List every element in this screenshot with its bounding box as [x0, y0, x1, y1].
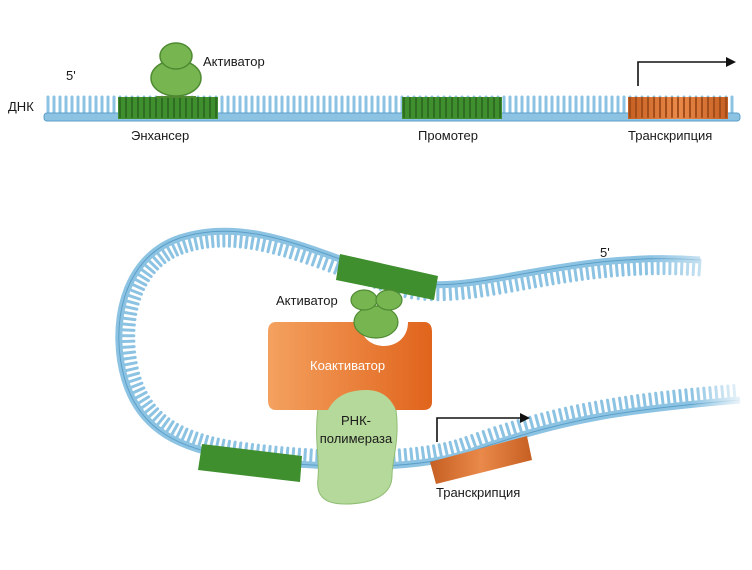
- top-diagram: 5' ДНК Активатор Энхансер Промотер Транс…: [8, 42, 741, 143]
- loop-transcription-label: Транскрипция: [436, 485, 520, 500]
- top-dna-label: ДНК: [8, 99, 34, 114]
- top-activator-label: Активатор: [203, 54, 265, 69]
- top-transcription-segment: [628, 97, 728, 119]
- top-enhancer-label: Энхансер: [131, 128, 189, 143]
- loop-promoter-segment: [198, 444, 302, 482]
- loop-five-prime-label: 5': [600, 245, 610, 260]
- loop-transcription-segment: [430, 436, 532, 484]
- top-enhancer-segment: [118, 97, 218, 119]
- loop-transcription-arrow: [436, 413, 530, 442]
- top-transcription-label: Транскрипция: [628, 128, 712, 143]
- loop-activator-protein: [350, 289, 403, 339]
- upper-strand-fade: [650, 240, 752, 290]
- coactivator-label: Коактиватор: [310, 358, 385, 373]
- lower-strand-fade: [690, 380, 752, 430]
- rna-pol-label-line2: полимераза: [320, 431, 393, 446]
- top-promoter-segment: [402, 97, 502, 119]
- top-five-prime-label: 5': [66, 68, 76, 83]
- rna-pol-label-line1: РНК-: [341, 413, 371, 428]
- top-promoter-label: Промотер: [418, 128, 478, 143]
- top-activator-protein: [150, 42, 202, 98]
- bottom-diagram: 5' Активатор Коактиватор РНК- полимераза…: [115, 227, 752, 505]
- loop-activator-label: Активатор: [276, 293, 338, 308]
- loop-enhancer-segment: [336, 254, 438, 300]
- top-transcription-arrow: [637, 57, 736, 86]
- coactivator-protein: [268, 322, 432, 410]
